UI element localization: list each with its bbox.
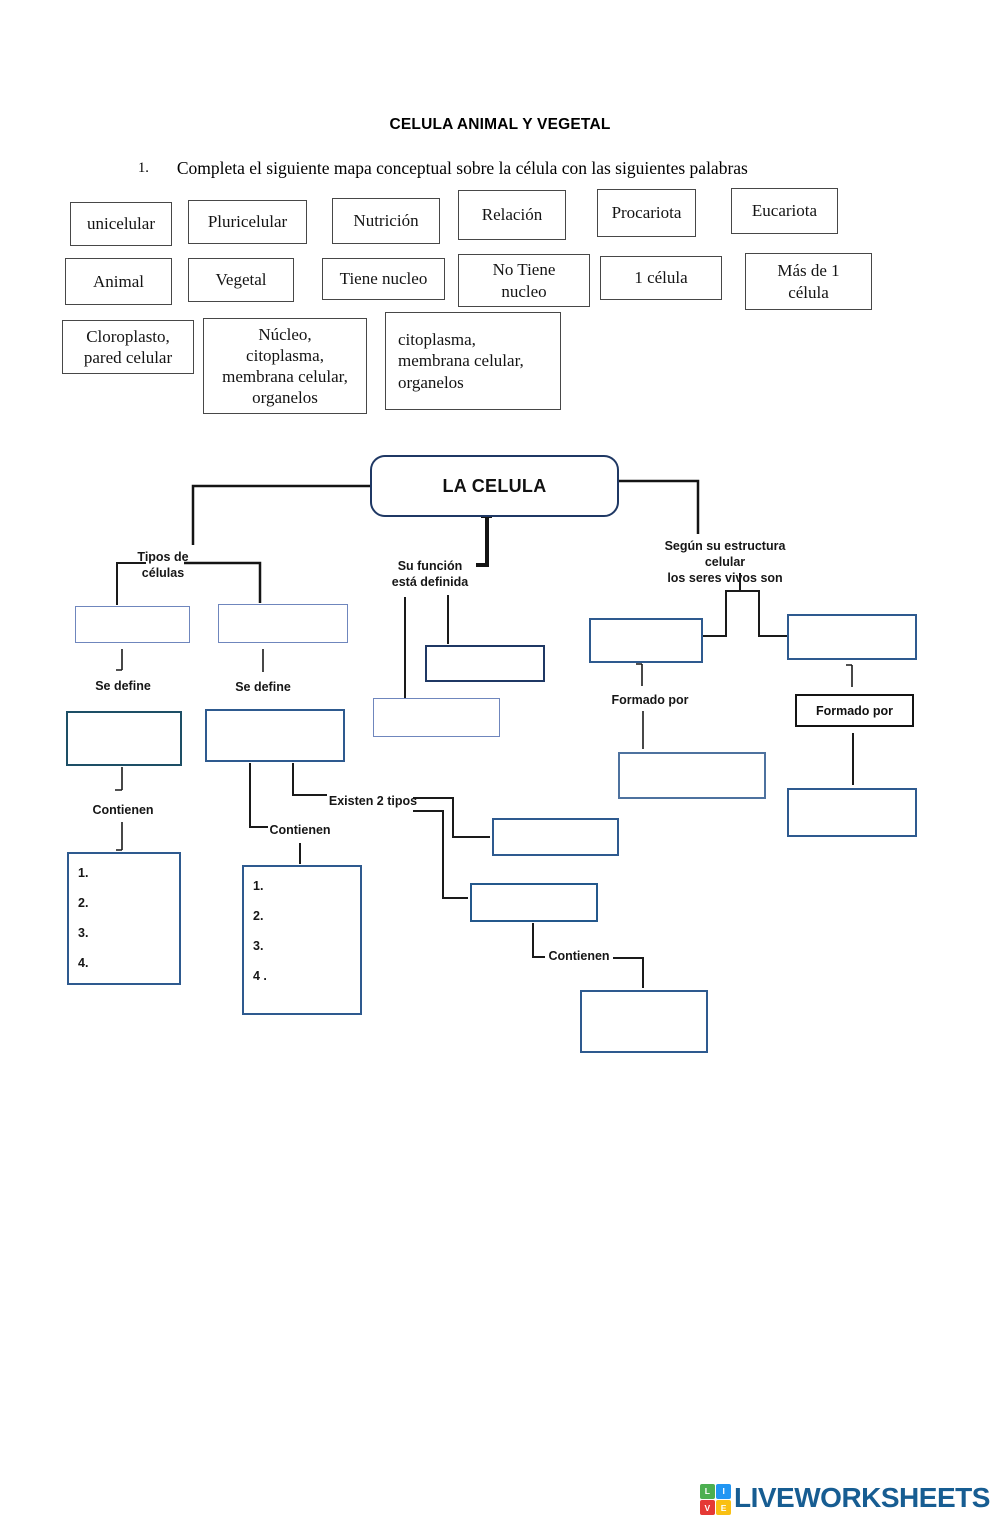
answer-box-estructura-1[interactable] — [589, 618, 703, 663]
label-existen-2-tipos: Existen 2 tipos — [328, 794, 418, 808]
label-tipos-de-celulas: Tipos de células — [137, 550, 189, 580]
answer-box-funcion-1[interactable] — [425, 645, 545, 682]
list-item: 3. — [253, 939, 264, 953]
logo-square-i: I — [716, 1484, 731, 1499]
formado-por-box-right: Formado por — [795, 694, 914, 727]
word-chip-eucariota[interactable]: Eucariota — [731, 188, 838, 234]
instruction: 1. Completa el siguiente mapa conceptual… — [138, 158, 858, 179]
label-formado-por-left: Formado por — [611, 693, 689, 707]
label-su-funcion: Su función está definida — [391, 559, 469, 589]
answer-list-left[interactable]: 1. 2. 3. 4. — [67, 852, 181, 985]
logo-square-l: L — [700, 1484, 715, 1499]
word-chip-1-celula[interactable]: 1 célula — [600, 256, 722, 300]
answer-box-estructura-2[interactable] — [787, 614, 917, 660]
word-chip-mas-de-1-celula[interactable]: Más de 1 célula — [745, 253, 872, 310]
logo-square-e: E — [716, 1500, 731, 1515]
list-item: 4. — [78, 956, 89, 970]
answer-box-definicion-1[interactable] — [66, 711, 182, 766]
word-chip-relacion[interactable]: Relación — [458, 190, 566, 240]
word-chip-procariota[interactable]: Procariota — [597, 189, 696, 237]
word-chip-nucleo-citoplasma[interactable]: Núcleo, citoplasma, membrana celular, or… — [203, 318, 367, 414]
list-item: 2. — [253, 909, 264, 923]
liveworksheets-brand-text: LIVEWORKSHEETS — [734, 1482, 990, 1513]
answer-box-formado-izq[interactable] — [618, 752, 766, 799]
liveworksheets-logo-icon: L I V E — [700, 1484, 731, 1515]
label-se-define-right: Se define — [235, 680, 291, 694]
label-segun-estructura: Según su estructura celular los seres vi… — [664, 539, 786, 585]
connector-main — [116, 562, 854, 988]
word-chip-vegetal[interactable]: Vegetal — [188, 258, 294, 302]
answer-box-funcion-2[interactable] — [373, 698, 500, 737]
connector-heavy — [184, 479, 700, 603]
answer-box-contenido[interactable] — [580, 990, 708, 1053]
logo-square-v: V — [700, 1500, 715, 1515]
answer-list-right[interactable]: 1. 2. 3. 4 . — [242, 865, 362, 1015]
instruction-text: Completa el siguiente mapa conceptual so… — [176, 158, 748, 178]
word-chip-cloroplasto-pared[interactable]: Cloroplasto, pared celular — [62, 320, 194, 374]
word-chip-nutricion[interactable]: Nutrición — [332, 198, 440, 244]
word-chip-citoplasma-membrana[interactable]: citoplasma, membrana celular, organelos — [385, 312, 561, 410]
label-contienen-middle: Contienen — [269, 823, 331, 837]
word-chip-animal[interactable]: Animal — [65, 258, 172, 305]
list-item: 2. — [78, 896, 89, 910]
word-chip-no-tiene-nucleo[interactable]: No Tiene nucleo — [458, 254, 590, 307]
instruction-number: 1. — [138, 160, 149, 176]
label-contienen-left: Contienen — [92, 803, 154, 817]
list-item: 1. — [253, 879, 264, 893]
answer-box-definicion-2[interactable] — [205, 709, 345, 762]
answer-box-tipo-2[interactable] — [470, 883, 598, 922]
list-item: 4 . — [253, 969, 267, 983]
page-title: CELULA ANIMAL Y VEGETAL — [389, 116, 611, 133]
connector-thick — [476, 514, 492, 567]
answer-box-tipo-1[interactable] — [492, 818, 619, 856]
root-node-la-celula: LA CELULA — [370, 455, 619, 517]
label-se-define-left: Se define — [95, 679, 151, 693]
word-chip-unicelular[interactable]: unicelular — [70, 202, 172, 246]
word-chip-tiene-nucleo[interactable]: Tiene nucleo — [322, 258, 445, 300]
label-contienen-bottom: Contienen — [548, 949, 610, 963]
answer-box-tipo-celula-1[interactable] — [75, 606, 190, 643]
list-item: 3. — [78, 926, 89, 940]
list-item: 1. — [78, 866, 89, 880]
answer-box-formado-der[interactable] — [787, 788, 917, 837]
answer-box-tipo-celula-2[interactable] — [218, 604, 348, 643]
connector-thin — [115, 649, 853, 851]
word-chip-pluricelular[interactable]: Pluricelular — [188, 200, 307, 244]
